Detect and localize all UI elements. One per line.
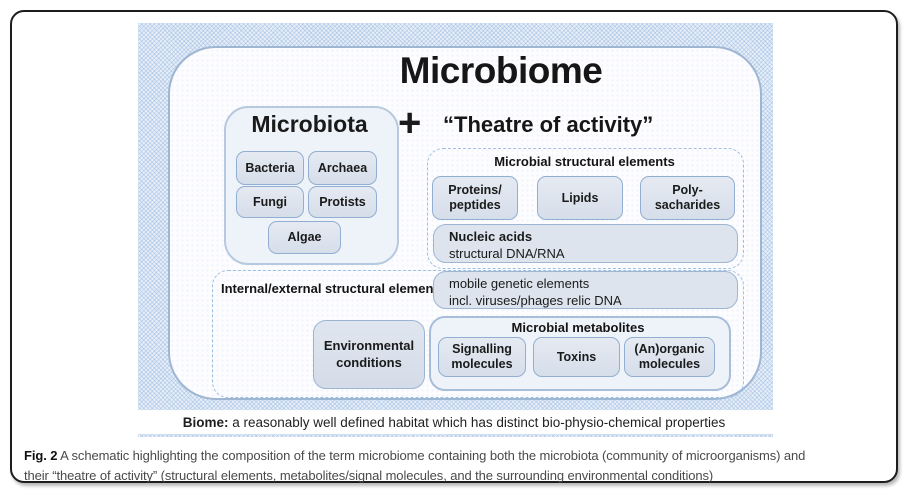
microbiota-heading: Microbiota (251, 111, 368, 137)
environmental-conditions-box: Environmental conditions (313, 320, 425, 389)
caption-line2: their “theatre of activity” (structural … (24, 466, 890, 486)
mobile-genetic-line2: incl. viruses/phages relic DNA (449, 293, 622, 308)
proteins-peptides-box: Proteins/ peptides (432, 176, 518, 220)
microbiota-member-protists: Protists (308, 186, 377, 218)
theatre-of-activity-heading: “Theatre of activity” (443, 112, 654, 137)
microbiota-member-fungi: Fungi (236, 186, 304, 218)
nucleic-acids-title: Nucleic acids (449, 229, 533, 244)
microbiota-member-algae: Algae (268, 221, 341, 254)
biome-definition-strip: Biome: a reasonably well defined habitat… (135, 410, 773, 434)
mobile-genetic-elements-box: mobile genetic elements incl. viruses/ph… (433, 271, 738, 309)
biome-text: a reasonably well defined habitat which … (228, 414, 726, 430)
caption-line1-text: A schematic highlighting the composition… (57, 448, 806, 463)
structural-elements-heading: Microbial structural elements (494, 154, 675, 169)
microbiome-title: Microbiome (399, 50, 603, 91)
toxins-box: Toxins (533, 337, 620, 377)
caption-line1: Fig. 2 A schematic highlighting the comp… (24, 446, 890, 466)
biome-label: Biome: (182, 414, 229, 430)
metabolites-heading: Microbial metabolites (511, 320, 645, 335)
caption-figure-label: Fig. 2 (24, 448, 58, 463)
microbiota-member-bacteria: Bacteria (236, 151, 304, 185)
figure-caption: Fig. 2 A schematic highlighting the comp… (24, 446, 890, 486)
structural-elements-group (427, 148, 744, 269)
nucleic-acids-subtitle: structural DNA/RNA (449, 246, 565, 261)
anorganic-molecules-box: (An)organic molecules (624, 337, 715, 377)
internal-external-heading: Internal/external structural elements (221, 281, 445, 296)
plus-sign: + (398, 101, 422, 145)
caption-line2-text: their “theatre of activity” (structural … (24, 468, 714, 483)
polysacharides-box: Poly- sacharides (640, 176, 735, 220)
lipids-box: Lipids (537, 176, 623, 220)
microbiota-member-archaea: Archaea (308, 151, 377, 185)
internal-external-group (212, 270, 744, 398)
mobile-genetic-line1: mobile genetic elements (449, 276, 590, 291)
signalling-molecules-box: Signalling molecules (438, 337, 526, 377)
nucleic-acids-box: Nucleic acids structural DNA/RNA (433, 224, 738, 263)
